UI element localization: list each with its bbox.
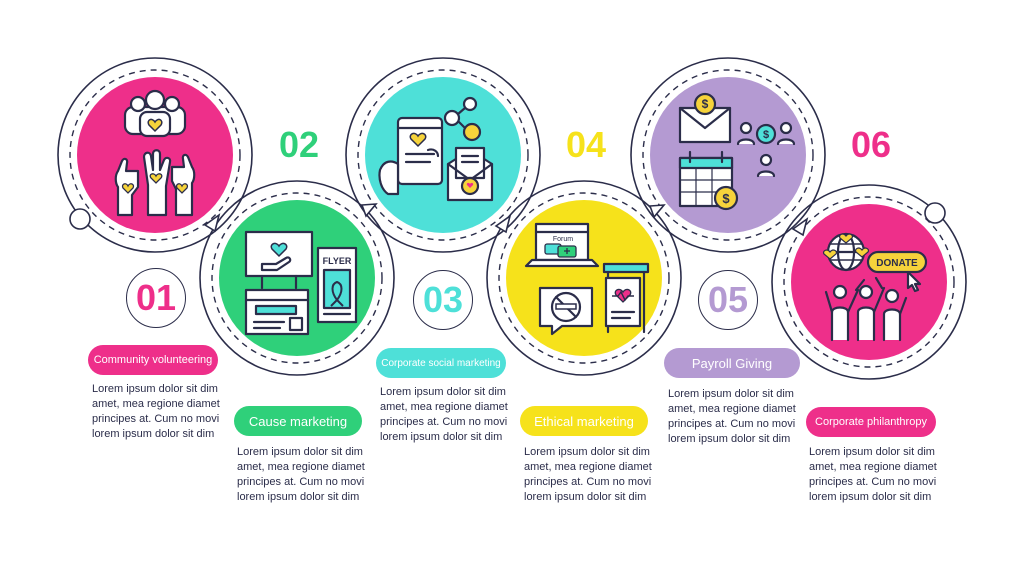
step-6-title: Corporate philanthropy bbox=[806, 407, 936, 437]
forum-label: Forum bbox=[553, 236, 573, 243]
dashed-ring-4 bbox=[498, 192, 670, 364]
ring-5 bbox=[630, 57, 826, 253]
step-6-number: 06 bbox=[850, 124, 892, 165]
ring-6 bbox=[771, 184, 967, 380]
ring-3 bbox=[345, 57, 541, 253]
phone-envelope-icon bbox=[378, 96, 494, 202]
arrow-5 bbox=[791, 217, 809, 237]
dashed-ring-2 bbox=[211, 192, 383, 364]
step-1-title: Community volunteering bbox=[88, 345, 218, 375]
step-6-description: Lorem ipsum dolor sit dim amet, mea regi… bbox=[809, 446, 937, 503]
donate-globe-icon: DONATE bbox=[822, 232, 928, 342]
money-envelope-calendar-icon: $ $ $ bbox=[678, 92, 796, 211]
step-5-number: 05 bbox=[698, 270, 758, 330]
ring-1 bbox=[57, 57, 253, 253]
donate-label: DONATE bbox=[876, 258, 918, 269]
dollar-sign-1: $ bbox=[702, 97, 709, 111]
dollar-sign-3: $ bbox=[763, 129, 769, 141]
arrow-4 bbox=[648, 204, 666, 219]
step-2-title: Cause marketing bbox=[234, 406, 362, 436]
step-4-title: Ethical marketing bbox=[520, 406, 648, 436]
start-dot bbox=[69, 208, 91, 230]
flyer-label: FLYER bbox=[323, 256, 352, 266]
dashed-ring-5 bbox=[642, 69, 814, 241]
arrow-1 bbox=[203, 213, 221, 233]
dashed-ring-1 bbox=[69, 69, 241, 241]
laptop-forum-icon: Forum bbox=[524, 222, 650, 336]
step-3-number: 03 bbox=[413, 270, 473, 330]
ring-4 bbox=[486, 180, 682, 376]
step-1-number: 01 bbox=[126, 268, 186, 328]
arrow-2 bbox=[360, 203, 378, 218]
volunteer-hands-icon bbox=[114, 89, 196, 217]
dashed-ring-6 bbox=[783, 196, 955, 368]
end-dot bbox=[924, 202, 946, 224]
step-5-title: Payroll Giving bbox=[664, 348, 800, 378]
step-3-title: Corporate social marketing bbox=[376, 348, 506, 378]
step-4-description: Lorem ipsum dolor sit dim amet, mea regi… bbox=[524, 446, 652, 503]
billboard-flyer-icon: FLYER bbox=[244, 230, 358, 336]
step-3-description: Lorem ipsum dolor sit dim amet, mea regi… bbox=[380, 386, 508, 443]
step-4-number: 04 bbox=[565, 124, 607, 165]
dollar-sign-2: $ bbox=[722, 191, 730, 206]
step-2-number: 02 bbox=[278, 124, 320, 165]
arrow-3 bbox=[494, 214, 512, 234]
ring-2 bbox=[199, 180, 395, 376]
step-5-description: Lorem ipsum dolor sit dim amet, mea regi… bbox=[668, 388, 796, 445]
step-2-description: Lorem ipsum dolor sit dim amet, mea regi… bbox=[237, 446, 365, 503]
step-1-description: Lorem ipsum dolor sit dim amet, mea regi… bbox=[92, 383, 220, 440]
dashed-ring-3 bbox=[357, 69, 529, 241]
